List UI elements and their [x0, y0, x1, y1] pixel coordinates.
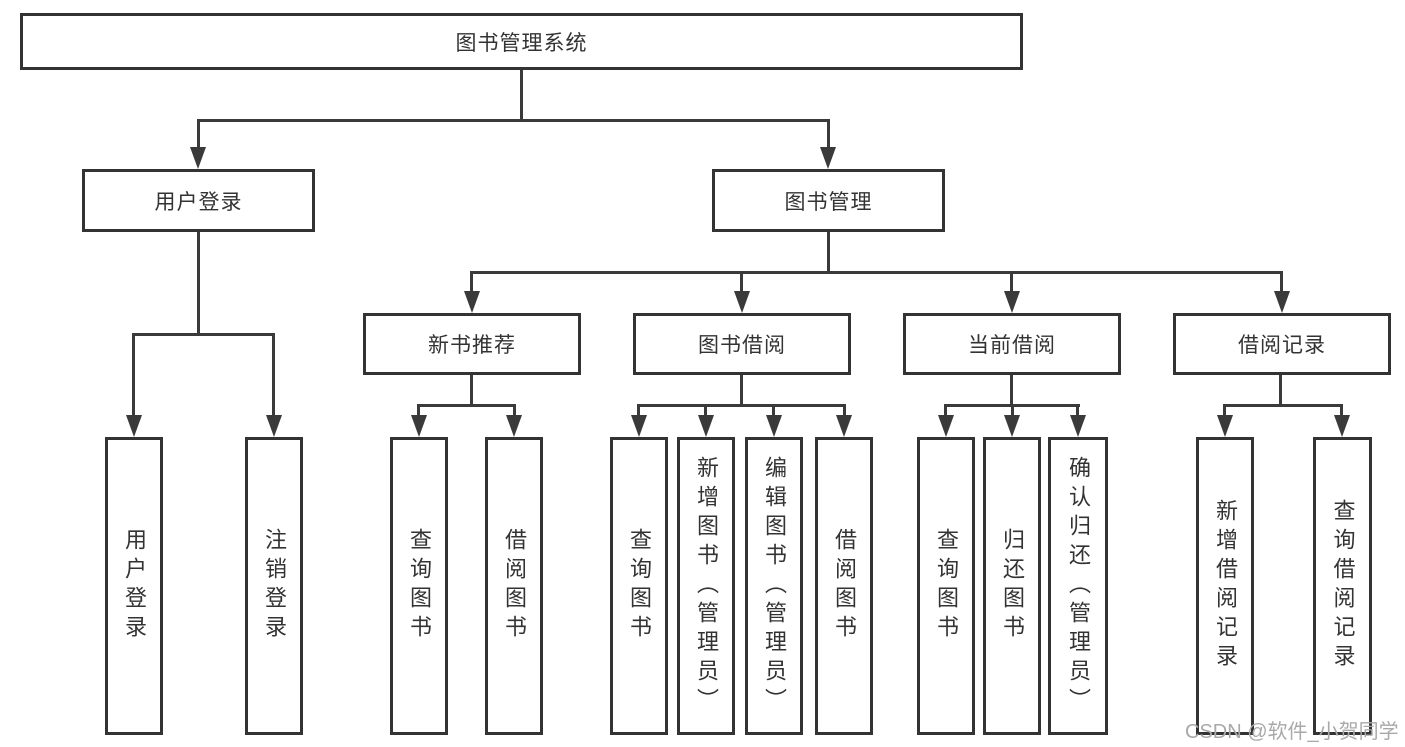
connector-br-drop-1: [1223, 404, 1226, 417]
node-current-borrow-label: 当前借阅: [968, 334, 1056, 357]
leaf-cb-query-books: 查询图书: [917, 437, 975, 735]
leaf-br-query-record-label: 查询借阅记录: [1330, 499, 1356, 673]
connector-mgmt-bar: [470, 271, 1282, 274]
connector-root-bar: [197, 119, 830, 122]
node-new-book-rec: 新书推荐: [363, 313, 581, 375]
connector-mgmt-drop-1: [470, 271, 473, 293]
connector-bb-drop-4: [843, 404, 846, 417]
arrow-to-user-login-leaf-1: [126, 415, 142, 437]
connector-mgmt-drop-3: [1010, 271, 1013, 293]
connector-cb-drop-3: [1076, 404, 1079, 417]
leaf-bb-add-books-admin: 新增图书（管理员）: [677, 437, 735, 735]
leaf-br-query-record: 查询借阅记录: [1313, 437, 1372, 735]
leaf-logout-label: 注销登录: [262, 528, 287, 644]
node-book-mgmt-label: 图书管理: [784, 190, 873, 214]
connector-nbr-trunk: [470, 375, 473, 406]
arrow-to-nbr-leaf-2: [506, 415, 522, 437]
arrow-to-book-borrow: [734, 291, 750, 313]
node-current-borrow: 当前借阅: [903, 313, 1121, 375]
node-user-login-label: 用户登录: [154, 190, 243, 214]
connector-bb-drop-2: [704, 404, 707, 417]
connector-user-trunk: [197, 232, 200, 335]
arrow-to-bb-leaf-1: [631, 415, 647, 437]
connector-cb-drop-2: [1011, 404, 1014, 417]
leaf-bb-edit-books-admin: 编辑图书（管理员）: [745, 437, 803, 735]
leaf-cb-return-books: 归还图书: [983, 437, 1041, 735]
leaf-nbr-borrow-books: 借阅图书: [485, 437, 543, 735]
connector-bb-drop-3: [772, 404, 775, 417]
connector-root-trunk: [520, 70, 523, 120]
node-user-login: 用户登录: [82, 169, 315, 232]
connector-br-trunk: [1279, 375, 1282, 406]
connector-mgmt-drop-2: [740, 271, 743, 293]
connector-br-bar: [1223, 404, 1343, 407]
leaf-user-login: 用户登录: [105, 437, 163, 735]
arrow-to-book-mgmt: [820, 147, 836, 169]
leaf-cb-query-books-label: 查询图书: [934, 528, 959, 644]
csdn-watermark: CSDN @软件_小贺同学: [1185, 721, 1399, 743]
node-book-borrow-label: 图书借阅: [698, 334, 786, 357]
node-book-mgmt: 图书管理: [712, 169, 945, 232]
leaf-bb-borrow-books: 借阅图书: [815, 437, 873, 735]
arrow-to-borrow-record: [1274, 291, 1290, 313]
leaf-cb-confirm-return-admin-label: 确认归还（管理员）: [1066, 455, 1091, 717]
connector-root-drop-right: [827, 119, 830, 150]
leaf-br-add-record-label: 新增借阅记录: [1213, 499, 1238, 673]
connector-nbr-drop-1: [417, 404, 420, 417]
leaf-logout: 注销登录: [245, 437, 303, 735]
connector-root-drop-left: [197, 119, 200, 150]
leaf-user-login-label: 用户登录: [122, 528, 147, 644]
node-borrow-record-label: 借阅记录: [1238, 334, 1326, 357]
arrow-to-nbr-leaf-1: [411, 415, 427, 437]
connector-bb-trunk: [740, 375, 743, 406]
connector-cb-drop-1: [944, 404, 947, 417]
connector-user-drop-2: [272, 333, 275, 417]
node-borrow-record: 借阅记录: [1173, 313, 1391, 375]
connector-mgmt-trunk: [827, 232, 830, 274]
arrow-to-bb-leaf-3: [766, 415, 782, 437]
connector-br-drop-2: [1340, 404, 1343, 417]
connector-bb-bar: [637, 404, 846, 407]
arrow-to-cb-leaf-2: [1004, 415, 1020, 437]
leaf-bb-add-books-admin-label: 新增图书（管理员）: [694, 455, 719, 717]
arrow-to-cb-leaf-1: [938, 415, 954, 437]
connector-nbr-drop-2: [513, 404, 516, 417]
leaf-nbr-borrow-books-label: 借阅图书: [502, 528, 527, 644]
connector-nbr-bar: [417, 404, 516, 407]
connector-user-bar: [133, 333, 275, 336]
connector-bb-drop-1: [637, 404, 640, 417]
leaf-nbr-query-books-label: 查询图书: [407, 528, 432, 644]
arrow-to-new-book-rec: [464, 291, 480, 313]
arrow-to-cb-leaf-3: [1070, 415, 1086, 437]
node-new-book-rec-label: 新书推荐: [428, 334, 516, 357]
leaf-bb-borrow-books-label: 借阅图书: [832, 528, 857, 644]
node-book-borrow: 图书借阅: [633, 313, 851, 375]
node-root-label: 图书管理系统: [455, 31, 588, 55]
connector-user-drop-1: [132, 333, 135, 417]
connector-mgmt-drop-4: [1280, 271, 1283, 293]
arrow-to-bb-leaf-2: [698, 415, 714, 437]
leaf-cb-return-books-label: 归还图书: [1000, 528, 1025, 644]
leaf-bb-query-books: 查询图书: [610, 437, 668, 735]
arrow-to-br-leaf-1: [1217, 415, 1233, 437]
connector-cb-trunk: [1010, 375, 1013, 406]
leaf-bb-edit-books-admin-label: 编辑图书（管理员）: [762, 455, 787, 717]
arrow-to-br-leaf-2: [1334, 415, 1350, 437]
node-root: 图书管理系统: [20, 13, 1023, 70]
arrow-to-user-login-leaf-2: [266, 415, 282, 437]
arrow-to-current-borrow: [1004, 291, 1020, 313]
leaf-br-add-record: 新增借阅记录: [1196, 437, 1254, 735]
arrow-to-bb-leaf-4: [836, 415, 852, 437]
leaf-nbr-query-books: 查询图书: [390, 437, 448, 735]
leaf-bb-query-books-label: 查询图书: [627, 528, 652, 644]
leaf-cb-confirm-return-admin: 确认归还（管理员）: [1048, 437, 1108, 735]
arrow-to-user-login: [190, 147, 206, 169]
